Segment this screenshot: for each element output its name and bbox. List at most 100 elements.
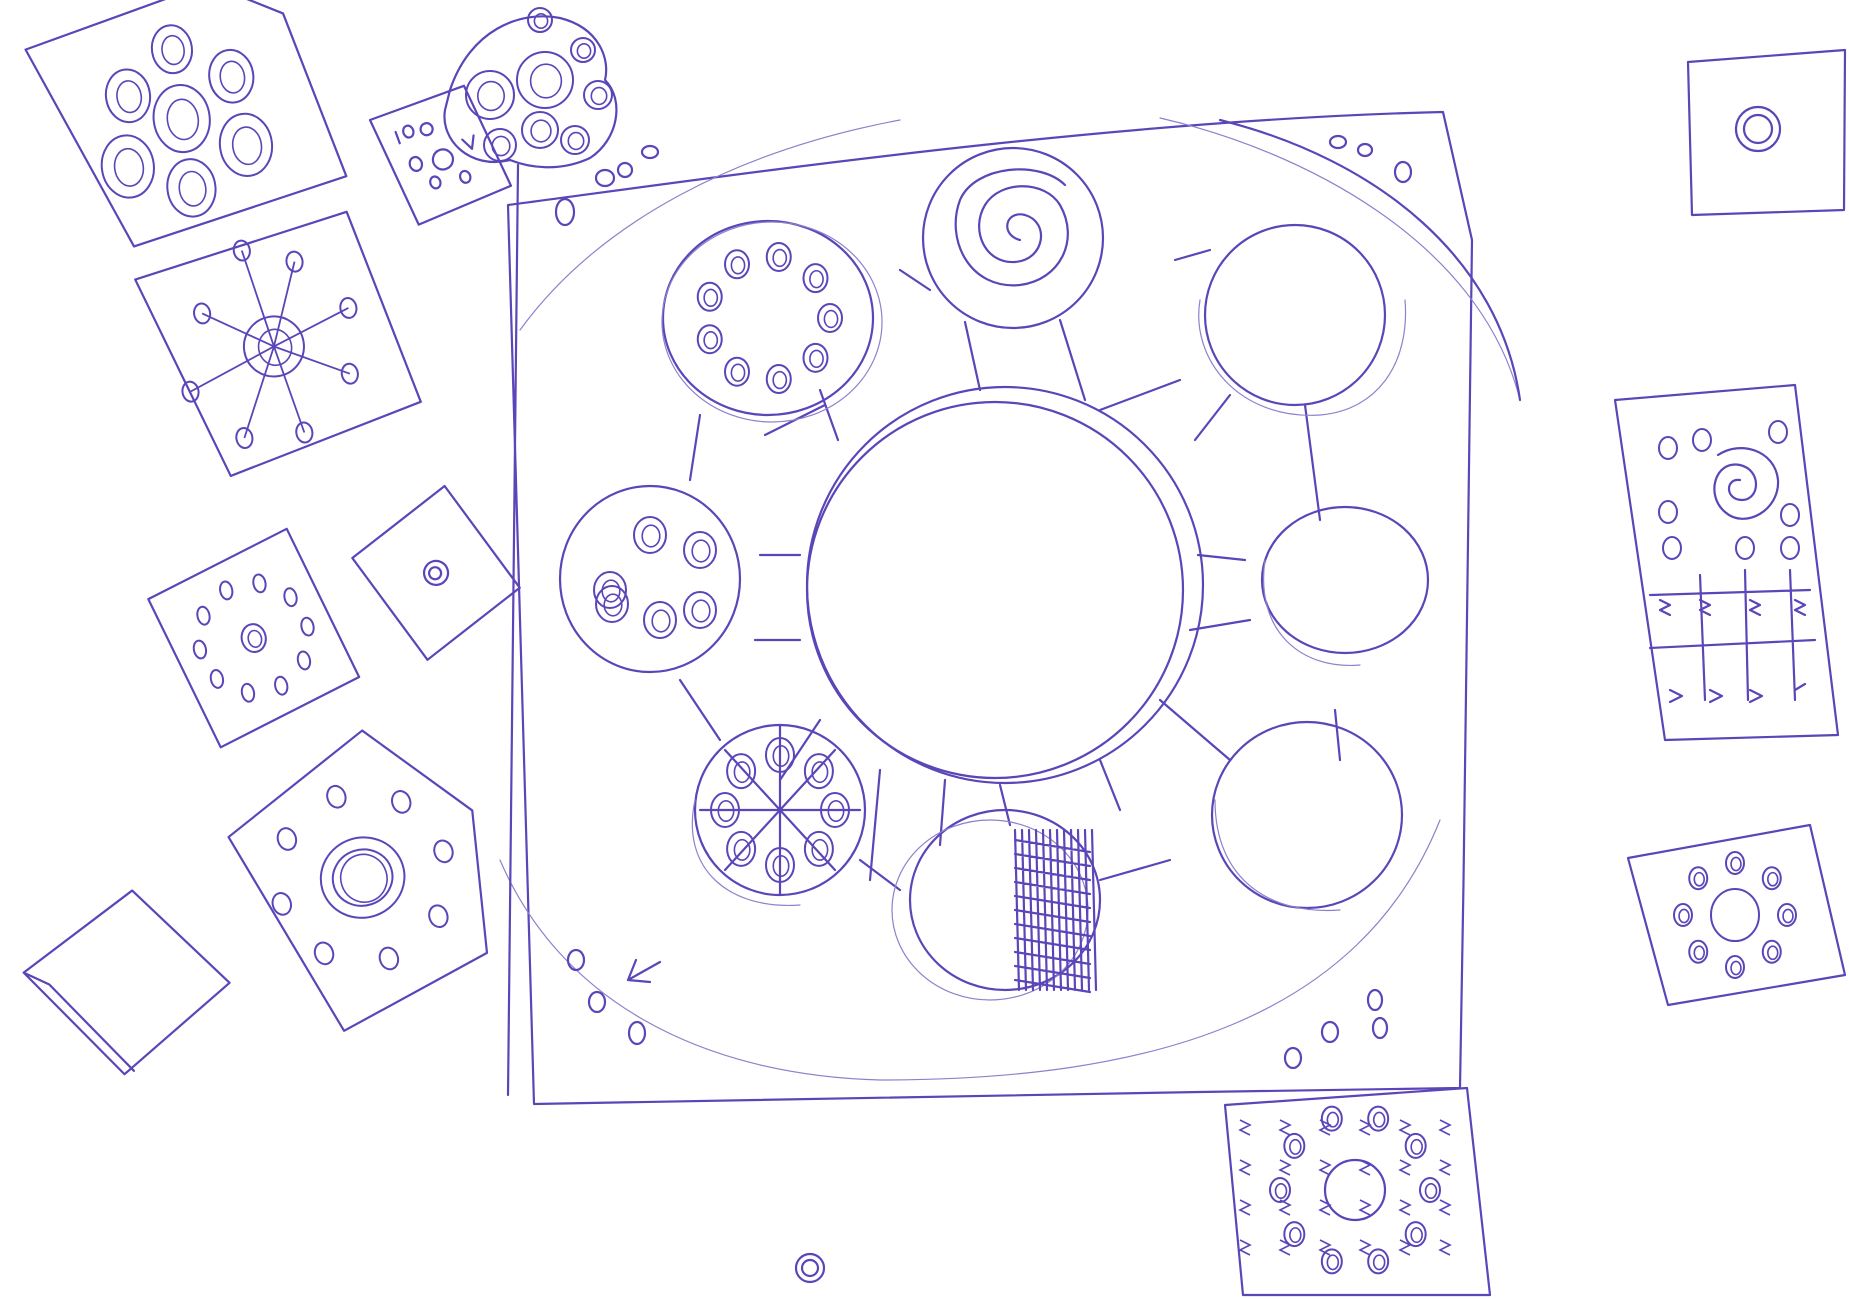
tile-dot	[196, 606, 211, 626]
cluster-circle	[522, 112, 558, 148]
tile-empty-box	[10, 870, 247, 1095]
corner-dots-bottom-right	[1285, 990, 1387, 1068]
satellite-empty-lower-right	[1212, 722, 1402, 910]
petal-inner	[160, 34, 186, 66]
tile-dot	[192, 639, 207, 659]
tile-dot	[426, 903, 450, 929]
pie-segments	[700, 725, 860, 895]
scatter-dot-inner	[652, 610, 670, 632]
tile-dot	[209, 669, 224, 689]
ring-dots	[698, 243, 842, 393]
tile-dot-inner	[1276, 1184, 1287, 1198]
tile-center	[1711, 889, 1759, 941]
ring-dot-inner	[773, 250, 786, 267]
tile-zigzag-dots	[1240, 1107, 1450, 1274]
pie-dot-inner	[812, 840, 827, 860]
stray-circle	[796, 1254, 824, 1282]
star-node	[285, 250, 304, 272]
tile-dot-inner	[1411, 1140, 1422, 1154]
board-pole	[508, 165, 518, 1095]
tile-dot	[1659, 437, 1677, 459]
cluster-circle-inner	[577, 44, 590, 58]
star-node	[340, 362, 359, 384]
dots-near-pole	[556, 146, 658, 225]
cluster-circle-inner	[531, 64, 562, 98]
tile-dot	[273, 676, 288, 696]
board-corner-marks	[556, 136, 1411, 1068]
tile-dot	[218, 580, 233, 600]
ring-dot-inner	[773, 372, 786, 389]
petal	[149, 23, 195, 76]
scatter-dot-inner	[692, 600, 710, 622]
tile-ring-dots	[1674, 852, 1796, 978]
cluster-circle	[517, 52, 573, 108]
hub-spokes	[755, 320, 1250, 880]
scatter-dot	[644, 602, 676, 638]
petal	[164, 156, 220, 220]
left-tiles	[10, 0, 532, 1095]
satellite-hatched	[892, 810, 1100, 1000]
tile-ring-with-dots	[210, 706, 525, 1046]
star-spoke	[202, 302, 274, 358]
tile-dot	[300, 617, 315, 637]
satellite-spiral	[923, 148, 1103, 328]
petal-inner	[112, 147, 146, 188]
tile-frame	[370, 82, 513, 228]
scatter-dot	[634, 517, 666, 553]
petal-inner	[218, 60, 246, 95]
tile-dot	[377, 945, 401, 971]
tile-dot	[389, 789, 413, 815]
board-outline	[508, 112, 1472, 1104]
scatter-dot-inner	[602, 580, 620, 602]
tile-flower	[20, 0, 352, 258]
empty-circle	[1205, 225, 1385, 405]
tile-frame	[340, 474, 532, 673]
empty-circle	[1212, 722, 1402, 908]
petal-inner	[165, 97, 201, 141]
stray-dot	[796, 1254, 824, 1282]
tile-center-dot-inner	[428, 566, 443, 581]
empty-circle-shadow	[1264, 560, 1360, 665]
tile-ring-dots	[244, 757, 482, 998]
tile-circle	[1736, 107, 1780, 151]
scatter-circle	[560, 486, 740, 672]
star-spoke	[230, 346, 289, 438]
satellite-ring	[560, 148, 1428, 1000]
hub-circle-outer	[807, 387, 1203, 783]
tile-dot	[1659, 501, 1677, 523]
dotted-circle-shadow	[662, 222, 882, 422]
tile-dot	[1781, 504, 1799, 526]
tile-center-hatched	[1325, 1160, 1385, 1220]
tile-dot	[296, 650, 311, 670]
ring-dot-inner	[810, 350, 823, 367]
flower-petals	[83, 14, 280, 229]
tile-star-network	[130, 205, 428, 487]
tile-dot	[324, 784, 348, 810]
spiral-glyph	[956, 169, 1068, 285]
cluster-circle	[466, 71, 514, 119]
empty-circle	[1262, 507, 1428, 653]
tile-frame	[1688, 50, 1845, 215]
pole-top-cluster	[444, 8, 616, 167]
tile-frame	[20, 0, 352, 258]
satellite-ring-of-dots	[662, 221, 882, 422]
hub-circle-inner	[807, 402, 1183, 778]
star-node	[295, 421, 314, 443]
tile-dot-inner	[1290, 1140, 1301, 1154]
tile-dot-inner	[1768, 946, 1778, 959]
tile-dot-inner	[1374, 1255, 1385, 1269]
tile-dot-inner	[1731, 857, 1741, 870]
tile-dot-inner	[1290, 1228, 1301, 1242]
tile-marks	[395, 105, 488, 199]
cluster-circle-inner	[531, 120, 551, 142]
scatter-dot-inner	[642, 525, 660, 547]
tile-dot	[275, 826, 299, 852]
tile-zigzag-field	[1225, 1088, 1490, 1295]
tile-spiral	[1714, 448, 1778, 519]
corner-dots-bottom-left	[568, 950, 660, 1044]
tile-dot	[252, 573, 267, 593]
tile-ring	[310, 827, 415, 929]
satellite-empty-top-right	[1199, 225, 1406, 415]
tile-dot	[1781, 537, 1799, 559]
